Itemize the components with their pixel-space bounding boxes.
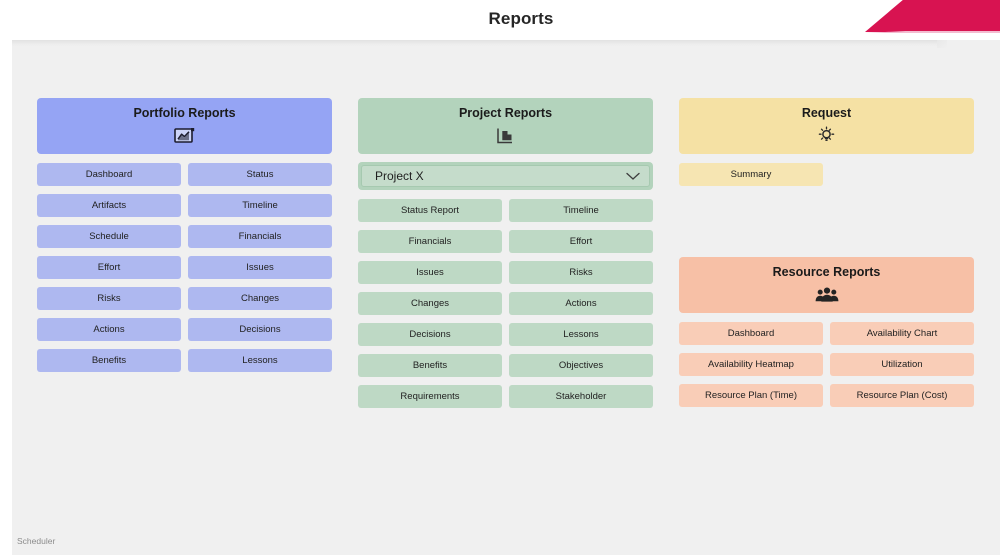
project-button-timeline[interactable]: Timeline xyxy=(509,199,653,222)
project-button-grid: Status Report Timeline Financials Effort… xyxy=(358,199,653,408)
project-button-requirements[interactable]: Requirements xyxy=(358,385,502,408)
resource-button-resource-plan-cost[interactable]: Resource Plan (Cost) xyxy=(830,384,974,407)
portfolio-button-financials[interactable]: Financials xyxy=(188,225,332,248)
project-button-benefits[interactable]: Benefits xyxy=(358,354,502,377)
portfolio-button-dashboard[interactable]: Dashboard xyxy=(37,163,181,186)
project-panel-header: Project Reports xyxy=(358,98,653,154)
request-button-grid: Summary xyxy=(679,163,974,186)
portfolio-button-changes[interactable]: Changes xyxy=(188,287,332,310)
footer-scheduler-label: Scheduler xyxy=(17,536,56,546)
project-button-risks[interactable]: Risks xyxy=(509,261,653,284)
request-panel-header: Request xyxy=(679,98,974,154)
resource-button-dashboard[interactable]: Dashboard xyxy=(679,322,823,345)
panel-project-reports: Project Reports Project X Status xyxy=(358,98,653,408)
project-button-stakeholder[interactable]: Stakeholder xyxy=(509,385,653,408)
step-chart-icon xyxy=(496,126,515,145)
project-button-effort[interactable]: Effort xyxy=(509,230,653,253)
project-button-issues[interactable]: Issues xyxy=(358,261,502,284)
resource-button-availability-heatmap[interactable]: Availability Heatmap xyxy=(679,353,823,376)
project-button-changes[interactable]: Changes xyxy=(358,292,502,315)
portfolio-button-decisions[interactable]: Decisions xyxy=(188,318,332,341)
canvas-corner-shadow xyxy=(937,40,947,48)
resource-button-resource-plan-time[interactable]: Resource Plan (Time) xyxy=(679,384,823,407)
panel-portfolio-reports: Portfolio Reports Dashboard Status Artif… xyxy=(37,98,332,372)
portfolio-panel-title: Portfolio Reports xyxy=(133,105,236,120)
people-group-icon xyxy=(815,285,839,304)
project-selector[interactable]: Project X xyxy=(358,162,653,190)
project-button-financials[interactable]: Financials xyxy=(358,230,502,253)
portfolio-button-actions[interactable]: Actions xyxy=(37,318,181,341)
portfolio-button-artifacts[interactable]: Artifacts xyxy=(37,194,181,217)
portfolio-panel-header: Portfolio Reports xyxy=(37,98,332,154)
chart-image-icon xyxy=(174,126,195,145)
panel-request: Request xyxy=(679,98,974,186)
resource-button-grid: Dashboard Availability Chart Availabilit… xyxy=(679,322,974,407)
portfolio-button-benefits[interactable]: Benefits xyxy=(37,349,181,372)
resource-button-availability-chart[interactable]: Availability Chart xyxy=(830,322,974,345)
portfolio-button-issues[interactable]: Issues xyxy=(188,256,332,279)
project-button-decisions[interactable]: Decisions xyxy=(358,323,502,346)
portfolio-button-risks[interactable]: Risks xyxy=(37,287,181,310)
chevron-down-icon[interactable] xyxy=(626,172,640,181)
lightbulb-icon xyxy=(817,126,836,145)
request-panel-title: Request xyxy=(801,105,852,120)
project-button-actions[interactable]: Actions xyxy=(509,292,653,315)
project-button-lessons[interactable]: Lessons xyxy=(509,323,653,346)
resource-panel-header: Resource Reports xyxy=(679,257,974,313)
canvas-top-shadow xyxy=(12,40,937,47)
corner-accent-underline xyxy=(865,31,1000,33)
request-button-summary[interactable]: Summary xyxy=(679,163,823,186)
project-panel-title: Project Reports xyxy=(458,105,553,120)
project-selector-inner[interactable]: Project X xyxy=(361,165,650,187)
page-title: Reports xyxy=(488,9,554,28)
corner-accent-shape xyxy=(865,0,1000,32)
portfolio-button-timeline[interactable]: Timeline xyxy=(188,194,332,217)
portfolio-button-grid: Dashboard Status Artifacts Timeline Sche… xyxy=(37,163,332,372)
title-bar: Reports xyxy=(0,0,1000,40)
project-button-objectives[interactable]: Objectives xyxy=(509,354,653,377)
portfolio-button-schedule[interactable]: Schedule xyxy=(37,225,181,248)
project-selector-value: Project X xyxy=(375,169,424,183)
project-button-status-report[interactable]: Status Report xyxy=(358,199,502,222)
resource-button-utilization[interactable]: Utilization xyxy=(830,353,974,376)
portfolio-button-status[interactable]: Status xyxy=(188,163,332,186)
portfolio-button-effort[interactable]: Effort xyxy=(37,256,181,279)
portfolio-button-lessons[interactable]: Lessons xyxy=(188,349,332,372)
resource-panel-title: Resource Reports xyxy=(772,264,881,279)
panel-resource-reports: Resource Reports Dashboard Availability … xyxy=(679,257,974,407)
